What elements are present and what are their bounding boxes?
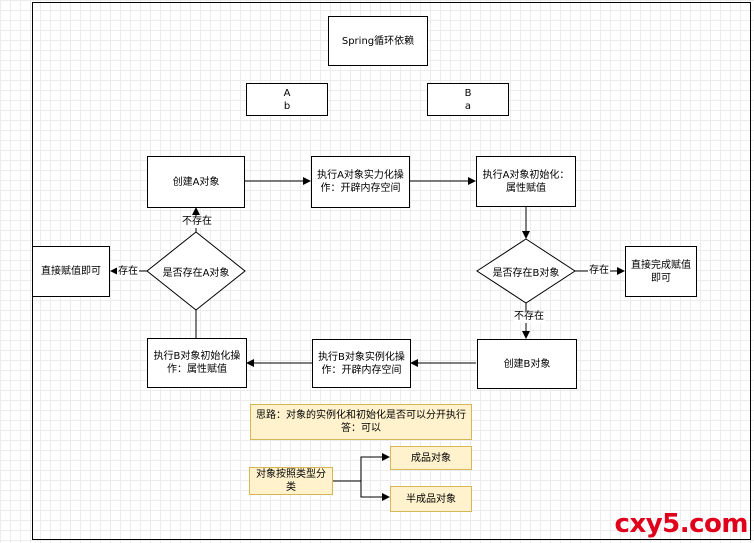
half-finished-object-text: 半成品对象	[406, 493, 456, 505]
box-a[interactable]: A b	[246, 83, 328, 116]
complete-assign-text: 直接完成赋值即可	[631, 259, 691, 284]
create-b-box[interactable]: 创建B对象	[477, 339, 577, 389]
edge-label-not-exist-a: 不存在	[181, 216, 213, 228]
watermark-logo: cxy5.com	[614, 509, 749, 539]
instantiate-a-box[interactable]: 执行A对象实力化操作：开辟内存空间	[311, 156, 410, 208]
thinking-note[interactable]: 思路：对象的实例化和初始化是否可以分开执行 答：可以	[250, 404, 472, 440]
check-a-label[interactable]: 是否存在A对象	[162, 267, 230, 279]
init-a-text: 执行A对象初始化：属性赋值	[482, 169, 570, 194]
box-a-line1: A	[283, 87, 291, 99]
title-box[interactable]: Spring循环依赖	[328, 16, 428, 66]
instantiate-b-text: 执行B对象实例化操作：开辟内存空间	[318, 351, 405, 376]
direct-assign-box[interactable]: 直接赋值即可	[32, 246, 110, 297]
create-a-box[interactable]: 创建A对象	[147, 156, 245, 208]
box-b[interactable]: B a	[427, 83, 509, 116]
thinking-note-text: 思路：对象的实例化和初始化是否可以分开执行 答：可以	[256, 410, 466, 434]
check-b-label[interactable]: 是否存在B对象	[492, 267, 560, 279]
box-b-line1: B	[464, 87, 472, 99]
init-b-box[interactable]: 执行B对象初始化操作：属性赋值	[147, 338, 247, 388]
create-b-text: 创建B对象	[503, 358, 551, 370]
init-a-box[interactable]: 执行A对象初始化：属性赋值	[476, 156, 576, 207]
box-a-line2: b	[283, 100, 291, 112]
complete-assign-box[interactable]: 直接完成赋值即可	[625, 246, 697, 297]
classify-note[interactable]: 对象按照类型分类	[249, 467, 333, 495]
instantiate-a-text: 执行A对象实力化操作：开辟内存空间	[317, 170, 404, 194]
create-a-text: 创建A对象	[172, 176, 220, 188]
edge-label-exist-b: 存在	[588, 265, 610, 277]
title-text: Spring循环依赖	[341, 35, 415, 47]
finished-object-note[interactable]: 成品对象	[390, 446, 472, 470]
direct-assign-text: 直接赋值即可	[41, 266, 101, 277]
instantiate-b-box[interactable]: 执行B对象实例化操作：开辟内存空间	[312, 339, 411, 388]
half-finished-object-note[interactable]: 半成品对象	[390, 486, 472, 512]
edge-label-exist-a: 存在	[117, 266, 139, 278]
finished-object-text: 成品对象	[411, 452, 451, 464]
init-b-text: 执行B对象初始化操作：属性赋值	[153, 351, 241, 375]
classify-text: 对象按照类型分类	[256, 469, 326, 493]
box-b-line2: a	[464, 100, 472, 112]
edge-label-not-exist-b: 不存在	[513, 311, 545, 323]
